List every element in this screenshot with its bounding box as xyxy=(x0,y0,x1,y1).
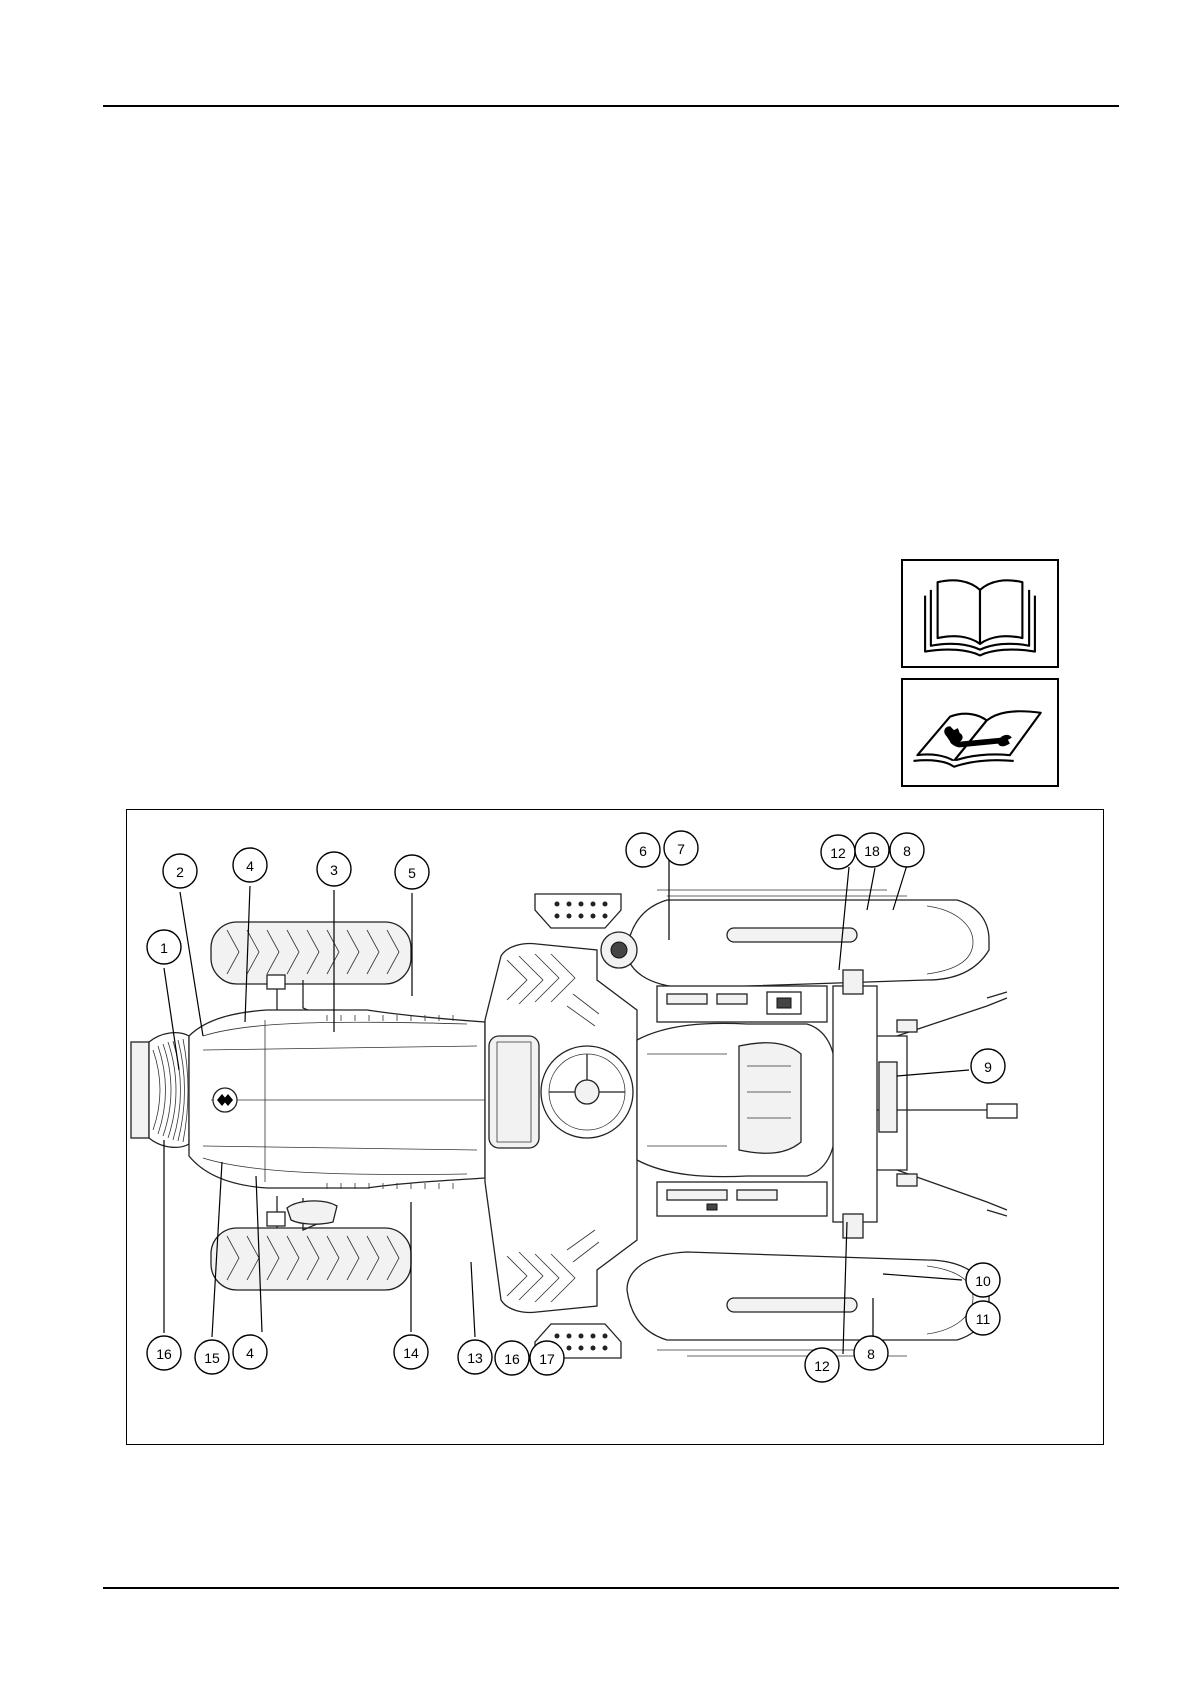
book-icon xyxy=(903,561,1057,666)
front-grille xyxy=(131,1033,189,1148)
callout-label: 1 xyxy=(160,940,168,956)
callout-7: 7 xyxy=(664,831,698,865)
callout-17: 17 xyxy=(530,1341,564,1375)
callout-16: 16 xyxy=(147,1336,181,1370)
callout-label: 4 xyxy=(246,1345,254,1361)
callout-1: 1 xyxy=(147,930,181,964)
callout-5: 5 xyxy=(395,855,429,889)
callout-8: 8 xyxy=(890,833,924,867)
callout-12: 12 xyxy=(821,835,855,869)
callout-8: 8 xyxy=(854,1336,888,1370)
callout-16: 16 xyxy=(495,1341,529,1375)
callout-4: 4 xyxy=(233,1335,267,1369)
callout-label: 3 xyxy=(330,862,338,878)
callout-label: 4 xyxy=(246,858,254,874)
callout-11: 11 xyxy=(966,1301,1000,1335)
front-tire-right xyxy=(211,1228,411,1290)
callout-label: 8 xyxy=(867,1346,875,1362)
callout-6: 6 xyxy=(626,833,660,867)
callout-label: 12 xyxy=(814,1358,830,1374)
callout-label: 16 xyxy=(156,1346,172,1362)
step-left xyxy=(535,894,621,928)
callout-label: 7 xyxy=(677,841,685,857)
footer-rule xyxy=(103,1587,1119,1589)
callout-label: 5 xyxy=(408,865,416,881)
hood xyxy=(189,1010,485,1189)
callout-12: 12 xyxy=(805,1348,839,1382)
control-console-right xyxy=(657,1182,827,1216)
callout-label: 13 xyxy=(467,1350,483,1366)
front-tire-left xyxy=(211,922,411,984)
callout-label: 16 xyxy=(504,1351,520,1367)
callout-18: 18 xyxy=(855,833,889,867)
callout-15: 15 xyxy=(195,1340,229,1374)
callout-label: 17 xyxy=(539,1351,555,1367)
callout-label: 8 xyxy=(903,843,911,859)
operator-seat xyxy=(637,1023,835,1176)
callout-label: 18 xyxy=(864,843,880,859)
callout-label: 2 xyxy=(176,864,184,880)
rear-fender-left xyxy=(627,890,989,988)
callout-label: 10 xyxy=(975,1273,991,1289)
callout-2: 2 xyxy=(163,854,197,888)
callout-10: 10 xyxy=(966,1263,1000,1297)
callout-label: 12 xyxy=(830,845,846,861)
callout-4: 4 xyxy=(233,848,267,882)
callout-label: 15 xyxy=(204,1350,220,1366)
callout-label: 6 xyxy=(639,843,647,859)
repair-manual-symbol xyxy=(901,678,1059,787)
callout-14: 14 xyxy=(394,1335,428,1369)
header-rule xyxy=(103,105,1119,107)
callout-label: 9 xyxy=(984,1059,992,1075)
operator-manual-symbol xyxy=(901,559,1059,668)
callout-3: 3 xyxy=(317,852,351,886)
wrench-book-icon xyxy=(903,680,1057,785)
rear-fender-right xyxy=(627,1252,989,1356)
callout-label: 14 xyxy=(403,1345,419,1361)
callout-label: 11 xyxy=(976,1311,991,1327)
callout-13: 13 xyxy=(458,1340,492,1374)
callout-9: 9 xyxy=(971,1049,1005,1083)
rear-linkage xyxy=(833,970,1017,1238)
